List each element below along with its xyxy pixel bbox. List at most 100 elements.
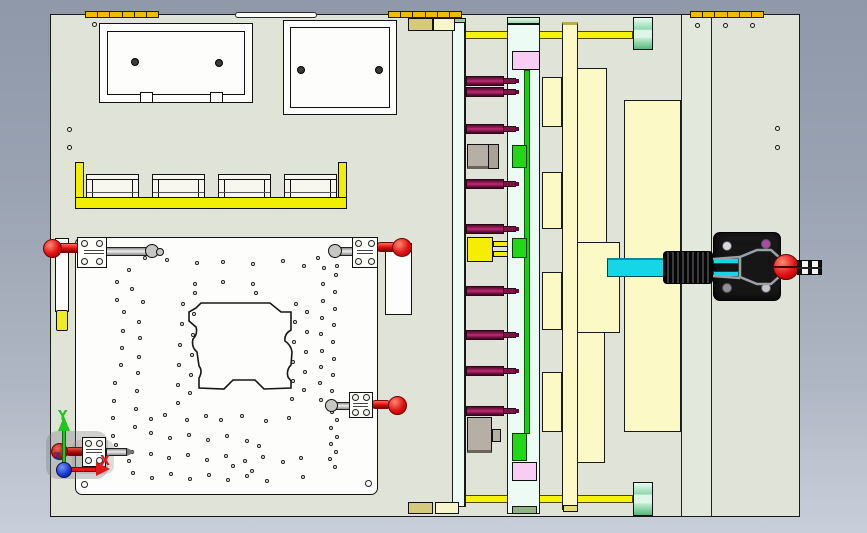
- screw-nub: [515, 289, 519, 293]
- plate-hole: [329, 388, 335, 394]
- hinge-segment: [97, 11, 111, 18]
- plate-hole: [206, 472, 212, 478]
- clamp-bolt-hole: [352, 394, 359, 401]
- channel-base[interactable]: [75, 197, 347, 209]
- cam-plate-wide[interactable]: [577, 242, 620, 333]
- middle-rail-bottom-cap: [512, 506, 537, 514]
- hinge-segment: [449, 11, 463, 18]
- plate-hole: [250, 261, 256, 267]
- bottom-tie-bar[interactable]: [464, 495, 633, 503]
- clamp-bolt-hole: [81, 258, 88, 265]
- clamp-bolt-hole: [355, 240, 362, 247]
- plate-hole: [290, 359, 296, 365]
- plate-hole: [280, 258, 286, 264]
- plate-hole: [140, 299, 146, 305]
- plate-hole: [302, 369, 308, 375]
- cam-pad[interactable]: [542, 172, 562, 229]
- cylinder-stop-top[interactable]: [633, 17, 653, 50]
- plate-hole: [250, 281, 256, 287]
- plate-hole: [186, 432, 192, 438]
- clamp-handle-ball[interactable]: [43, 239, 62, 258]
- cam-plate-upper[interactable]: [577, 68, 607, 243]
- plate-hole: [168, 471, 174, 477]
- fixture-block[interactable]: [152, 174, 205, 198]
- plate-hole: [333, 449, 339, 455]
- clamp-bolt-hole: [368, 240, 375, 247]
- axis-z-label: Z: [54, 452, 61, 462]
- screw-nub: [515, 79, 519, 83]
- screw-body: [466, 124, 504, 134]
- plate-hole: [256, 443, 262, 449]
- plate-hole: [320, 281, 326, 287]
- board-hole: [91, 21, 97, 27]
- knurled-grip[interactable]: [663, 251, 713, 284]
- fixture-block[interactable]: [86, 174, 139, 198]
- cover-part-left-inner-line: [107, 31, 245, 95]
- fixture-block[interactable]: [284, 174, 337, 198]
- axis-x-label: X: [100, 454, 111, 469]
- plate-hole: [293, 301, 299, 307]
- cyan-rod[interactable]: [607, 258, 664, 277]
- plate-hole: [230, 463, 236, 469]
- plate-hole: [239, 413, 245, 419]
- cam-pad[interactable]: [542, 372, 562, 432]
- plate-hole: [224, 433, 230, 439]
- tan-latch-block-top: [408, 18, 433, 31]
- gray-slide-block-lower[interactable]: [467, 417, 492, 453]
- plate-hole: [192, 281, 198, 287]
- cam-pad[interactable]: [542, 272, 562, 330]
- plate-hole: [177, 342, 183, 348]
- screw-nub: [515, 369, 519, 373]
- fixture-mid-line: [219, 192, 270, 193]
- screw-body: [466, 330, 504, 340]
- fixture-cap-left: [224, 179, 225, 197]
- plate-hole: [317, 380, 323, 386]
- plate-hole: [205, 437, 211, 443]
- tan-latch-block-bottom: [408, 502, 433, 514]
- clamp-slot: [84, 250, 104, 254]
- screw-nub: [515, 227, 519, 231]
- clamp-slot: [86, 449, 102, 453]
- fixture-block[interactable]: [218, 174, 271, 198]
- plate-hole: [188, 372, 194, 378]
- left-rail[interactable]: [452, 22, 466, 507]
- plate-hole: [264, 478, 270, 484]
- cover-part-left[interactable]: [99, 23, 253, 103]
- plate-hole: [327, 456, 333, 462]
- plate-hole: [334, 417, 340, 423]
- handle-knob-seam: [774, 266, 798, 268]
- cam-pad[interactable]: [542, 77, 562, 127]
- plate-hole: [318, 397, 324, 403]
- screw-body: [466, 179, 504, 189]
- plate-hole: [185, 452, 191, 458]
- plate-hole: [111, 398, 117, 404]
- plate-hole: [114, 297, 120, 303]
- screw-nub: [515, 127, 519, 131]
- cam-plate-lower[interactable]: [577, 332, 605, 463]
- pale-latch-block-bottom: [435, 502, 459, 514]
- flat-handle-top[interactable]: [235, 12, 317, 18]
- plate-hole: [148, 451, 154, 457]
- plate-hole: [121, 309, 127, 315]
- top-tie-bar[interactable]: [453, 31, 633, 39]
- hinge-segment: [146, 11, 160, 18]
- cam-bar-narrow[interactable]: [562, 22, 578, 510]
- plate-hole: [190, 332, 196, 338]
- plate-hole: [290, 378, 296, 384]
- y-axis-shaft: [62, 430, 66, 466]
- cylinder-stop-bottom[interactable]: [633, 482, 653, 516]
- clamp-bolt-hole: [85, 457, 92, 464]
- mount-hole-bl: [722, 283, 732, 293]
- clamp-swivel-foot: [156, 248, 164, 256]
- green-block: [512, 433, 527, 461]
- plate-hole: [142, 255, 148, 261]
- fixture-top-line: [87, 179, 138, 180]
- clamp-handle-ball[interactable]: [388, 396, 407, 415]
- clamp-handle-ball[interactable]: [392, 238, 412, 257]
- x-axis-arrowhead: [96, 462, 110, 476]
- plate-hole: [286, 415, 292, 421]
- plate-hole: [191, 311, 197, 317]
- yellow-actuator-block[interactable]: [467, 237, 493, 262]
- middle-rail[interactable]: [507, 17, 540, 514]
